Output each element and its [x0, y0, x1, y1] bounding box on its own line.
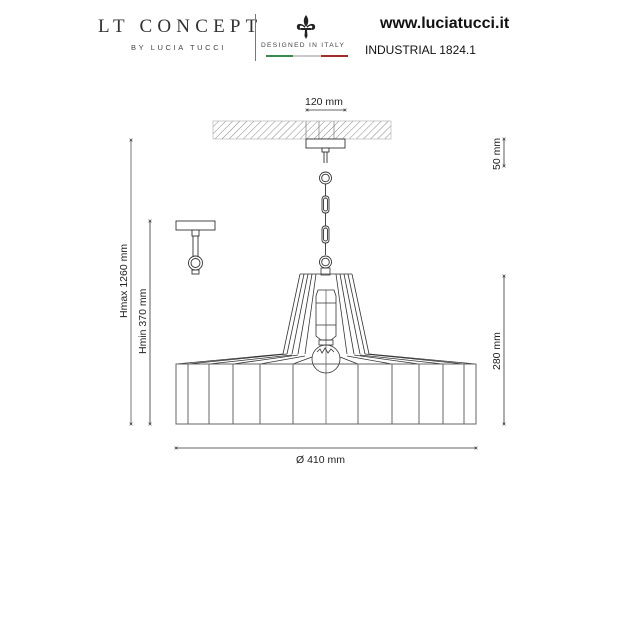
flag-red	[320, 55, 348, 57]
model-name: INDUSTRIAL 1824.1	[365, 43, 476, 57]
canopy-height-dimension: 50 mm	[491, 138, 504, 170]
svg-text:120 mm: 120 mm	[305, 96, 343, 108]
height-min-dimension: Hmin 370 mm	[137, 221, 150, 424]
flag-green	[266, 55, 294, 57]
lamp-drum-shade	[175, 363, 477, 425]
lamp-brim	[175, 353, 477, 365]
fleur-de-lis-icon	[296, 15, 316, 39]
flag-white	[293, 55, 321, 57]
svg-text:Hmin 370 mm: Hmin 370 mm	[137, 288, 149, 354]
designed-in-italy-label: DESIGNED IN ITALY	[261, 42, 346, 49]
website-link[interactable]: www.luciatucci.it	[380, 15, 510, 32]
shade-height-dimension: 280 mm	[491, 276, 504, 424]
ceiling-hatch	[212, 120, 392, 140]
canopy-width-dimension: 120 mm	[305, 96, 345, 110]
svg-text:Hmax 1260 mm: Hmax 1260 mm	[118, 244, 130, 318]
svg-text:50 mm: 50 mm	[491, 138, 503, 170]
brand-logo-title: LT CONCEPT	[98, 16, 263, 37]
diameter-dimension: Ø 410 mm	[176, 448, 476, 466]
lamp-cone	[282, 267, 370, 424]
italian-flag-stripe	[266, 55, 348, 57]
brand-logo-tagline: BY LUCIA TUCCI	[131, 43, 226, 52]
svg-text:Ø 410 mm: Ø 410 mm	[296, 454, 345, 466]
height-max-dimension: Hmax 1260 mm	[118, 140, 131, 424]
canopy	[305, 138, 346, 163]
chain	[319, 171, 332, 269]
min-height-mount-detail	[175, 220, 216, 275]
brand-divider	[255, 14, 256, 61]
svg-text:280 mm: 280 mm	[491, 332, 503, 370]
